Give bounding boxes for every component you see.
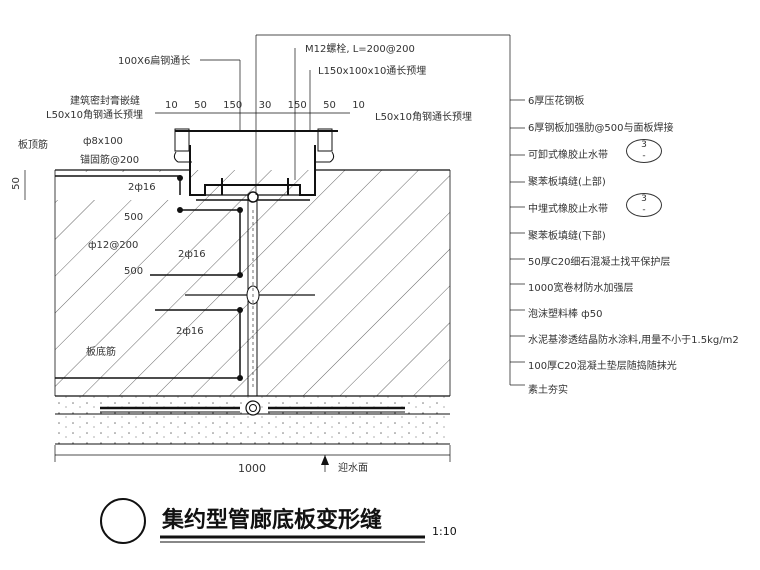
top-dims: 10 50 150 30 150 50 10 (165, 100, 365, 111)
dim-item: 10 (165, 100, 178, 111)
label-dim-1000: 1000 (238, 462, 266, 475)
label-angle-50-right: L50x10角钢通长预埋 (375, 112, 472, 123)
label-dim-500-b: 500 (124, 266, 144, 277)
label-plate-bottom-rebar: 板底筋 (86, 347, 116, 358)
label-angle-150: L150x100x10通长预埋 (318, 66, 427, 77)
legend-item: 100厚C20混凝土垫层随捣随抹光 (528, 361, 677, 372)
bottom-layers (55, 396, 450, 445)
label-sealant: 建筑密封膏嵌缝 (70, 96, 140, 107)
label-water-face: 迎水面 (338, 463, 368, 474)
legend-item: 聚苯板填缝(下部) (528, 231, 606, 242)
legend-item: 可卸式橡胶止水带 3 - (528, 139, 758, 173)
label-angle-50-left: L50x10角钢通长预埋 (46, 110, 143, 121)
dimension-lines (24, 112, 451, 472)
label-flat-steel: 100X6扁钢通长 (118, 56, 191, 67)
dim-item: 10 (352, 100, 365, 111)
dim-item: 150 (287, 100, 307, 111)
legend-item: 50厚C20细石混凝土找平保护层 (528, 257, 671, 268)
legend-item: 6厚压花钢板 (528, 96, 585, 107)
legend-item: 6厚钢板加强肋@500与面板焊接 (528, 123, 674, 134)
legend-item: 聚苯板填缝(上部) (528, 177, 606, 188)
legend-item: 水泥基渗透结晶防水涂料,用量不小于1.5kg/m2 (528, 335, 739, 346)
badge-sub: - (642, 205, 646, 215)
label-anchor-b: 锚固筋@200 (80, 155, 140, 166)
legend-item-label: 可卸式橡胶止水带 (528, 150, 608, 161)
badge-number: 3 (641, 194, 647, 204)
label-dim-500-a: 500 (124, 212, 144, 223)
legend-item: 1000宽卷材防水加强层 (528, 283, 634, 294)
legend-item: 素土夯实 (528, 385, 568, 396)
dim-item: 150 (223, 100, 243, 111)
rebar-cage (55, 175, 315, 390)
label-anchor-a: ф8x100 (83, 136, 123, 147)
legend-item-label: 中埋式橡胶止水带 (528, 204, 608, 215)
foam-rod-icon (245, 400, 261, 416)
cover-plate-assembly (173, 128, 338, 203)
detail-badge-icon: 3 - (626, 193, 662, 217)
label-rebar-2phi16-b: 2ф16 (178, 249, 206, 260)
legend-item: 泡沫塑料棒 ф50 (528, 309, 603, 320)
label-rebar-phi12: ф12@200 (88, 240, 139, 251)
dim-item: 50 (323, 100, 336, 111)
title: 集约型管廊底板变形缝 (162, 508, 383, 533)
badge-sub: - (642, 151, 646, 161)
dim-item: 30 (258, 100, 272, 111)
detail-number-circle (100, 498, 146, 544)
legend: 6厚压花钢板 6厚钢板加强肋@500与面板焊接 可卸式橡胶止水带 3 - 聚苯板… (528, 92, 758, 405)
label-dim-50: 50 (10, 177, 22, 190)
leader-lines (200, 34, 525, 386)
detail-badge-icon: 3 - (626, 139, 662, 163)
dim-item: 50 (194, 100, 207, 111)
badge-number: 3 (641, 140, 647, 150)
concrete-slab (54, 169, 451, 397)
label-rebar-2phi16-a: 2ф16 (128, 182, 156, 193)
scale-label: 1:10 (432, 525, 457, 538)
label-bolt: M12螺栓, L=200@200 (305, 44, 415, 55)
legend-item: 中埋式橡胶止水带 3 - (528, 193, 758, 227)
label-rebar-2phi16-c: 2ф16 (176, 326, 204, 337)
label-plate-top-rebar: 板顶筋 (18, 140, 48, 151)
